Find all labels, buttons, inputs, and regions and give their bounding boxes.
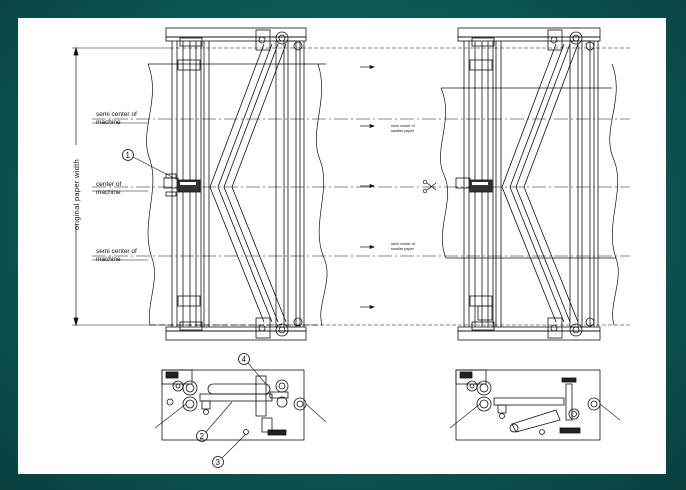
side-view-left [154,369,327,441]
machine-top-view-right [455,27,601,341]
drawing-sheet: original paper width semi center of mach… [18,18,666,474]
label-center-line2: machine [96,189,121,196]
callout-1: 1 [122,149,179,181]
label-semi-center-bottom-line2: machine [96,256,121,263]
callout-4: 2 [196,401,233,442]
label-semi-center-bottom-line1: semi center of [96,248,137,255]
label-smaller-semi-bottom-line2: smaller paper [391,247,415,251]
label-smaller-semi-top-line2: smaller paper [391,129,415,133]
callout-4-number: 2 [200,432,205,441]
machine-top-view-left [163,27,307,341]
callout-1-number: 1 [126,151,131,160]
label-semi-center-top-line1: semi center of [96,111,137,118]
paper-width-dimension: original paper width [70,46,170,327]
flow-arrows [360,64,375,310]
callout-3: 4 [238,353,267,385]
paper-width-label: original paper width [72,159,81,230]
scissors-icon [422,179,437,194]
label-smaller-semi-top-line1: semi center of [391,124,416,128]
label-center-line1: center of [96,181,121,188]
callout-2: 3 [212,433,247,468]
paper-web-right [440,63,619,326]
callout-3-number: 4 [242,355,247,364]
label-semi-center-top-line2: machine [96,119,121,126]
side-view-right [449,369,621,441]
callout-2-number: 3 [216,458,221,467]
label-smaller-semi-bottom-line1: semi center of [391,242,416,246]
center-lines [92,47,630,326]
